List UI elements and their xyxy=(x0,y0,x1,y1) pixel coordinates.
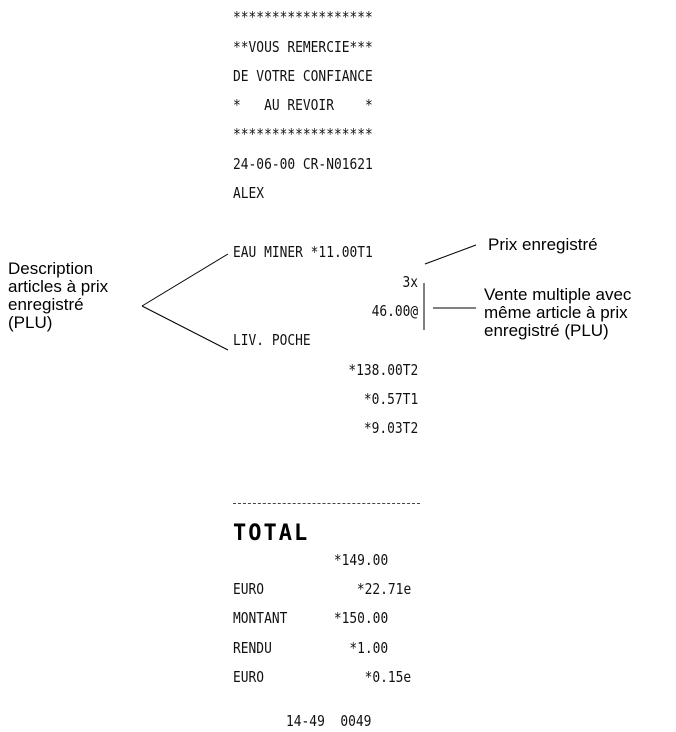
leader-line-to-liv-poche xyxy=(141,305,229,351)
annotation-prix-enregistre: Prix enregistré xyxy=(488,235,598,254)
total-value: *149.00 xyxy=(333,551,388,569)
footer-time-number: 14-49 0049 xyxy=(286,712,372,730)
thanks-line: **VOUS REMERCIE*** xyxy=(233,38,373,56)
item-liv-poche-price: *138.00T2 xyxy=(348,361,418,379)
item-multiple-price: 46.00@ xyxy=(371,302,418,320)
euro-value: *22.71e xyxy=(356,580,411,598)
annotation-description-plu: Description articles à prix enregistré (… xyxy=(8,259,109,332)
rendu-value: *1.00 xyxy=(349,639,388,657)
date-register-line: 24-06-00 CR-N01621 xyxy=(233,155,373,173)
total-label: TOTAL xyxy=(233,521,310,546)
rendu-label: RENDU xyxy=(233,639,272,657)
euro-label: EURO xyxy=(233,580,265,598)
montant-label: MONTANT xyxy=(233,609,288,627)
item-quantity: 3x xyxy=(402,273,418,291)
confidence-line: DE VOTRE CONFIANCE xyxy=(233,67,373,85)
tax-t1-line: *0.57T1 xyxy=(363,390,418,408)
leader-line-prix-enregistre xyxy=(424,244,477,265)
header-stars-bottom: ****************** xyxy=(233,125,373,143)
leader-line-to-eau-miner xyxy=(141,253,229,307)
euro-change-label: EURO xyxy=(233,668,265,686)
goodbye-line: * AU REVOIR * xyxy=(233,96,373,114)
separator-line xyxy=(233,503,420,504)
tax-t2-line: *9.03T2 xyxy=(363,419,418,437)
item-liv-poche: LIV. POCHE xyxy=(233,331,311,349)
cashier-name: ALEX xyxy=(233,184,265,202)
header-stars-top: ****************** xyxy=(233,8,373,26)
item-eau-miner: EAU MINER *11.00T1 xyxy=(233,243,373,261)
annotation-vente-multiple: Vente multiple avec même article à prix … xyxy=(484,285,632,340)
euro-change-value: *0.15e xyxy=(364,668,411,686)
montant-value: *150.00 xyxy=(333,609,388,627)
